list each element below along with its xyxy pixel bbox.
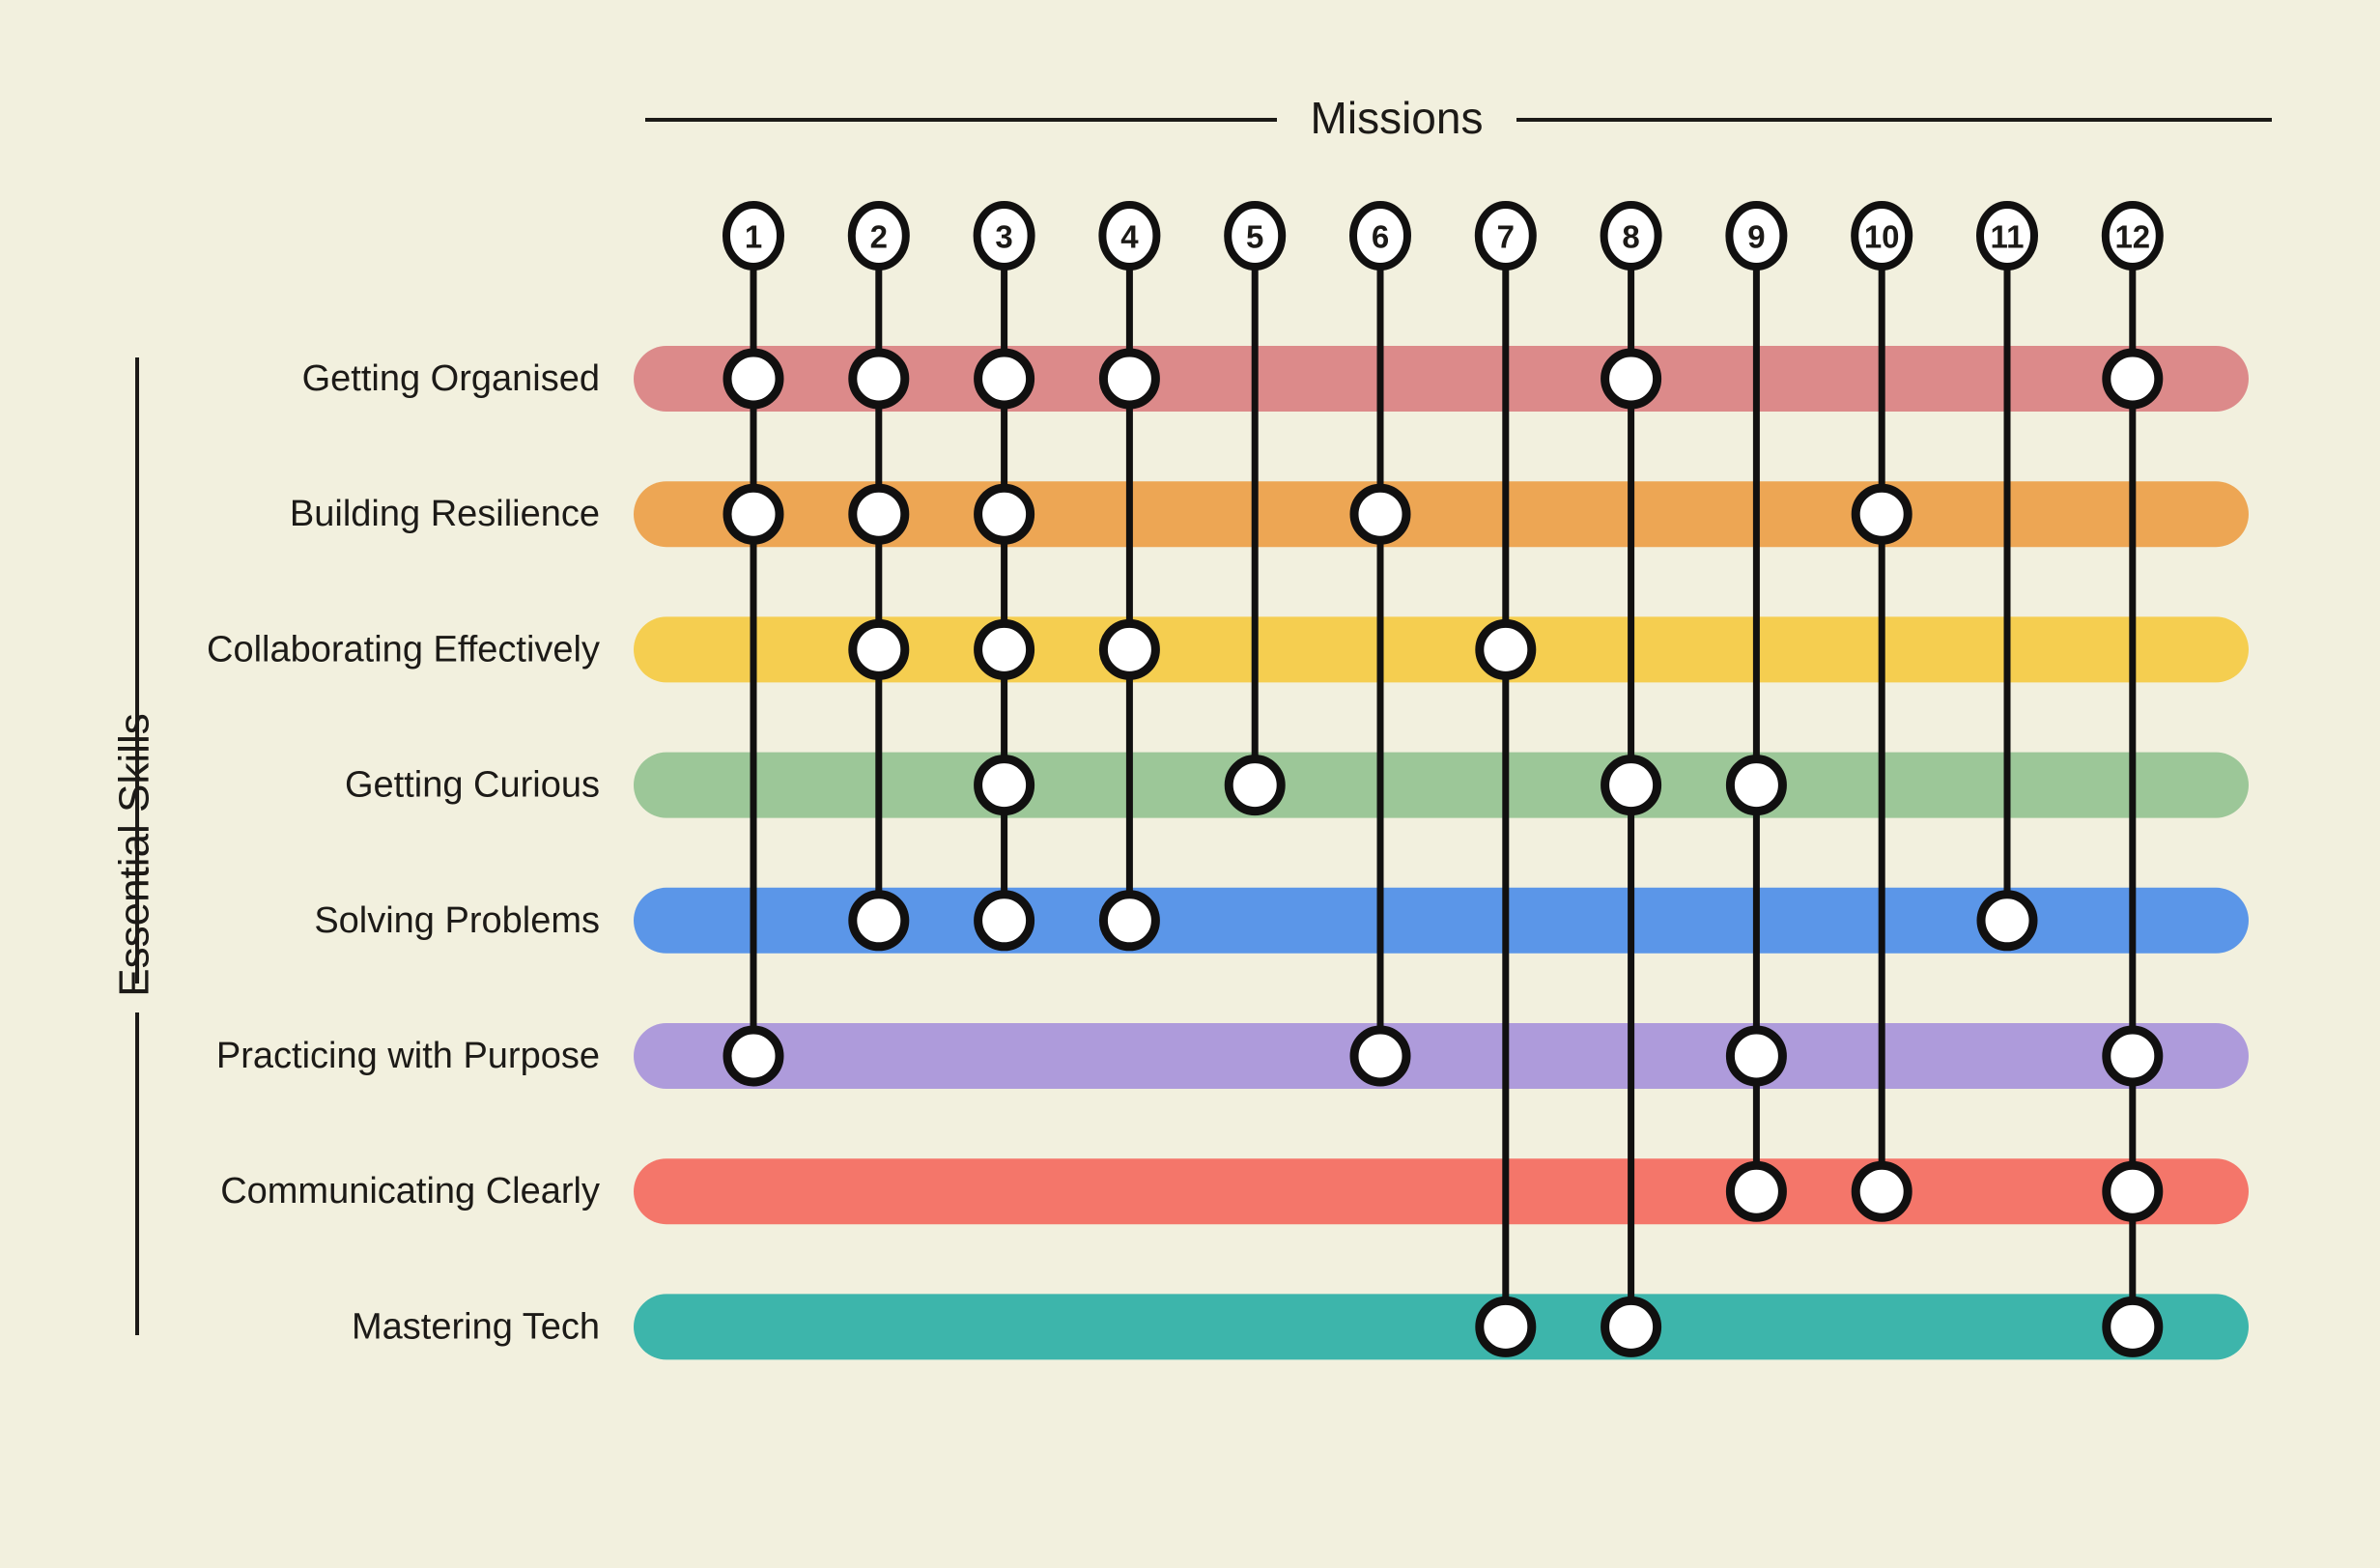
mission-skill-node[interactable] bbox=[1725, 755, 1787, 816]
mission-skill-node[interactable] bbox=[2102, 1160, 2164, 1222]
mission-skill-node[interactable] bbox=[848, 618, 910, 680]
skill-bar[interactable] bbox=[634, 1294, 2249, 1360]
mission-chip-group[interactable]: 10 bbox=[1851, 201, 1913, 271]
mission-skill-node[interactable] bbox=[1475, 618, 1537, 680]
mission-skill-node[interactable] bbox=[1098, 618, 1160, 680]
mission-skill-node[interactable] bbox=[2102, 1296, 2164, 1357]
mission-chip-group[interactable]: 7 bbox=[1474, 201, 1537, 271]
mission-skill-node[interactable] bbox=[2102, 1025, 2164, 1087]
mission-skill-node[interactable] bbox=[1851, 483, 1912, 545]
mission-skill-node[interactable] bbox=[1098, 890, 1160, 952]
mission-skill-node[interactable] bbox=[974, 890, 1035, 952]
skill-row-label: Getting Organised bbox=[302, 358, 600, 399]
mission-skill-node[interactable] bbox=[722, 1025, 784, 1087]
mission-skill-node[interactable] bbox=[974, 618, 1035, 680]
skill-row-label: Solving Problems bbox=[314, 900, 600, 941]
skill-row: Mastering Tech bbox=[352, 1294, 2249, 1360]
skill-bar[interactable] bbox=[634, 481, 2249, 548]
mission-number-label: 7 bbox=[1497, 219, 1515, 255]
skill-row-label: Practicing with Purpose bbox=[216, 1036, 600, 1076]
mission-chip-group[interactable]: 1 bbox=[722, 201, 784, 271]
skill-bar[interactable] bbox=[634, 616, 2249, 683]
mission-skill-node[interactable] bbox=[1349, 483, 1411, 545]
skill-row: Getting Organised bbox=[302, 346, 2249, 412]
mission-chip[interactable] bbox=[1600, 201, 1662, 271]
mission-skill-node[interactable] bbox=[1725, 1025, 1787, 1087]
mission-number-label: 10 bbox=[1864, 219, 1900, 255]
skill-row-label: Getting Curious bbox=[345, 765, 600, 806]
missions-title: Missions bbox=[1311, 93, 1484, 143]
mission-skill-node[interactable] bbox=[722, 483, 784, 545]
skill-row-label: Collaborating Effectively bbox=[207, 629, 600, 670]
skill-row: Building Resilience bbox=[290, 481, 2249, 548]
skill-row: Solving Problems bbox=[314, 887, 2249, 954]
mission-chip[interactable] bbox=[1098, 201, 1161, 271]
mission-skill-node[interactable] bbox=[974, 348, 1035, 410]
mission-skill-node[interactable] bbox=[848, 348, 910, 410]
mission-chip[interactable] bbox=[1474, 201, 1537, 271]
mission-number-label: 5 bbox=[1246, 219, 1263, 255]
skill-row: Collaborating Effectively bbox=[207, 616, 2249, 683]
skill-bar[interactable] bbox=[634, 1023, 2249, 1089]
skill-row: Practicing with Purpose bbox=[216, 1023, 2249, 1089]
mission-chip[interactable] bbox=[1725, 201, 1788, 271]
mission-skill-node[interactable] bbox=[1349, 1025, 1411, 1087]
mission-number-label: 11 bbox=[1991, 219, 2025, 255]
skill-bar[interactable] bbox=[634, 346, 2249, 412]
mission-skill-node[interactable] bbox=[1475, 1296, 1537, 1357]
mission-chip[interactable] bbox=[847, 201, 910, 271]
mission-chip[interactable] bbox=[1224, 201, 1287, 271]
skill-row-label: Building Resilience bbox=[290, 494, 600, 534]
skill-row: Communicating Clearly bbox=[220, 1158, 2249, 1225]
mission-chip-group[interactable]: 5 bbox=[1224, 201, 1287, 271]
mission-chip-group[interactable]: 4 bbox=[1098, 201, 1161, 271]
mission-skill-node[interactable] bbox=[2102, 348, 2164, 410]
mission-skill-node[interactable] bbox=[848, 890, 910, 952]
mission-number-label: 4 bbox=[1120, 219, 1139, 255]
skill-row: Getting Curious bbox=[345, 752, 2249, 818]
mission-chip-group[interactable]: 3 bbox=[973, 201, 1035, 271]
mission-chip-group[interactable]: 11 bbox=[1976, 201, 2038, 271]
mission-chip-group[interactable]: 12 bbox=[2101, 201, 2164, 271]
mission-chip[interactable] bbox=[722, 201, 784, 271]
mission-skill-node[interactable] bbox=[722, 348, 784, 410]
skill-bar[interactable] bbox=[634, 1158, 2249, 1225]
mission-chip[interactable] bbox=[1976, 201, 2038, 271]
mission-skill-node[interactable] bbox=[1851, 1160, 1912, 1222]
mission-skill-nodes-layer bbox=[722, 348, 2164, 1357]
mission-number-label: 6 bbox=[1372, 219, 1389, 255]
mission-skill-node[interactable] bbox=[1224, 755, 1286, 816]
mission-number-label: 9 bbox=[1747, 219, 1765, 255]
essential-skills-axis-title: Essential Skills bbox=[111, 713, 158, 996]
mission-number-label: 3 bbox=[995, 219, 1012, 255]
mission-chip[interactable] bbox=[1851, 201, 1913, 271]
skill-bar[interactable] bbox=[634, 752, 2249, 818]
mission-skill-node[interactable] bbox=[1725, 1160, 1787, 1222]
mission-number-label: 8 bbox=[1622, 219, 1639, 255]
mission-skill-node[interactable] bbox=[848, 483, 910, 545]
skill-bar[interactable] bbox=[634, 887, 2249, 954]
mission-chip[interactable] bbox=[973, 201, 1035, 271]
mission-skill-node[interactable] bbox=[974, 483, 1035, 545]
skill-row-label: Communicating Clearly bbox=[220, 1171, 600, 1212]
mission-chip-group[interactable]: 9 bbox=[1725, 201, 1788, 271]
mission-chip-group[interactable]: 8 bbox=[1600, 201, 1662, 271]
mission-skill-node[interactable] bbox=[1098, 348, 1160, 410]
mission-skill-node[interactable] bbox=[1601, 755, 1662, 816]
mission-number-label: 1 bbox=[745, 219, 762, 255]
skill-row-label: Mastering Tech bbox=[352, 1306, 600, 1347]
mission-number-label: 12 bbox=[2114, 219, 2150, 255]
mission-skill-node[interactable] bbox=[974, 755, 1035, 816]
mission-skill-node[interactable] bbox=[1601, 348, 1662, 410]
mission-chip[interactable] bbox=[2101, 201, 2164, 271]
mission-chip-group[interactable]: 6 bbox=[1349, 201, 1411, 271]
mission-number-label: 2 bbox=[870, 219, 888, 255]
mission-chip[interactable] bbox=[1349, 201, 1411, 271]
mission-chip-group[interactable]: 2 bbox=[847, 201, 910, 271]
mission-skill-node[interactable] bbox=[1976, 890, 2038, 952]
mission-skill-node[interactable] bbox=[1601, 1296, 1662, 1357]
